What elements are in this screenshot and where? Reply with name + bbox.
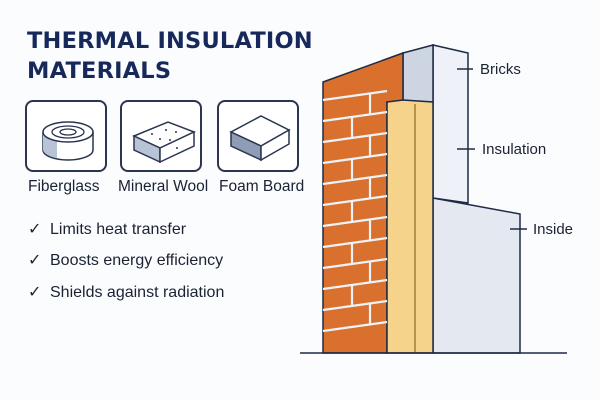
label-insulation: Insulation (482, 141, 547, 158)
label-bricks: Bricks (480, 61, 521, 78)
material-label: Foam Board (219, 178, 305, 195)
benefit-item: ✓ Limits heat transfer (28, 219, 186, 239)
mortar-line (322, 215, 388, 228)
benefit-text: Boosts energy efficiency (50, 252, 224, 269)
mortar-line (322, 194, 388, 207)
mortar-line (322, 173, 388, 186)
benefit-item: ✓ Boosts energy efficiency (28, 250, 223, 270)
benefit-item: ✓ Shields against radiation (28, 282, 224, 302)
mortar-line (322, 89, 388, 102)
title-line-2: MATERIALS (27, 58, 172, 84)
fiberglass-card (25, 100, 107, 172)
label-inside: Inside (533, 221, 574, 238)
fiberglass-roll-icon (42, 121, 94, 161)
mortar-line (322, 299, 388, 312)
page-title: THERMAL INSULATION MATERIALS (27, 26, 313, 86)
mortar-line (322, 131, 388, 144)
benefit-text: Shields against radiation (50, 284, 225, 301)
insulation-layer (386, 99, 434, 354)
mineral-wool-card (120, 100, 202, 172)
material-label: Mineral Wool (118, 178, 209, 195)
mortar-line (322, 110, 388, 123)
check-icon: ✓ (28, 284, 42, 301)
mortar-line (322, 278, 388, 291)
inside-panel (432, 197, 521, 354)
check-icon: ✓ (28, 252, 42, 269)
foam-board-icon (229, 115, 291, 162)
mortar-line (322, 320, 388, 333)
check-icon: ✓ (28, 221, 42, 238)
material-label: Fiberglass (28, 178, 100, 195)
top-block (402, 44, 434, 103)
title-line-1: THERMAL INSULATION (27, 28, 313, 54)
mortar-line (322, 236, 388, 249)
benefit-text: Limits heat transfer (50, 221, 187, 238)
mortar-line (322, 257, 388, 270)
brick-mortar-lines (322, 89, 388, 333)
mortar-line (322, 152, 388, 165)
mineral-wool-block-icon (132, 121, 196, 164)
foam-board-card (217, 100, 299, 172)
